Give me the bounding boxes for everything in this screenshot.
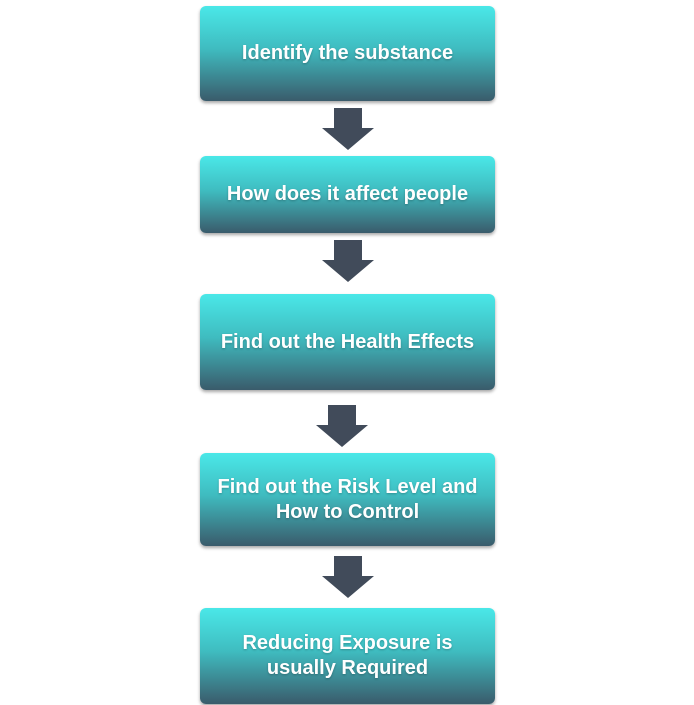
flow-step-label: How does it affect people — [226, 183, 469, 205]
flow-step-label: Reducing Exposure is usually Required — [242, 632, 453, 679]
flow-step-label: Find out the Health Effects — [220, 330, 475, 353]
flow-step-label: Identify the substance — [241, 42, 454, 64]
flow-step-risk-level: Find out the Risk Level and How to Contr… — [200, 453, 495, 546]
flow-step-reducing-exposure: Reducing Exposure is usually Required — [200, 608, 495, 704]
down-arrow-icon — [318, 556, 378, 600]
flow-step-health-effects: Find out the Health Effects — [200, 294, 495, 390]
flow-step-identify-substance: Identify the substance — [200, 6, 495, 101]
down-arrow-icon — [318, 240, 378, 284]
flow-step-label: Find out the Risk Level and How to Contr… — [217, 475, 478, 523]
down-arrow-icon — [312, 405, 372, 449]
down-arrow-icon — [318, 108, 378, 152]
flow-step-affect-people: How does it affect people — [200, 156, 495, 233]
